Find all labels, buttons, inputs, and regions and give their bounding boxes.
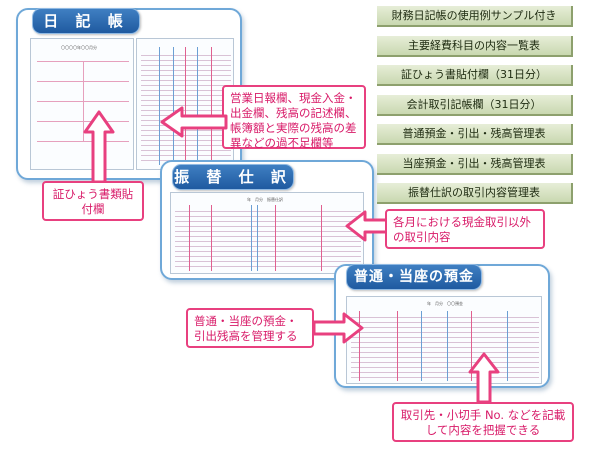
deposit-text: 普通・当座の預金・引出残高を管理する — [194, 314, 298, 343]
yokin-sheet-thumbnail: 年 月分 〇〇預金 — [346, 296, 542, 384]
yokin-card: 普通・当座の預金 年 月分 〇〇預金 — [334, 264, 550, 388]
feature-item: 振替仕訳の取引内容管理表 — [377, 183, 573, 204]
receipt-callout: 証ひょう書類貼付欄 — [42, 181, 144, 221]
partner-text: 取引先・小切手 No. などを記載して内容を把握できる — [400, 408, 566, 437]
up-arrow-icon-2 — [468, 352, 500, 404]
receipt-page-thumbnail: 〇〇〇〇年〇〇月分 — [30, 38, 134, 170]
nikki-columns-callout: 営業日報欄、現金入金・出金欄、残高の記述欄、帳簿額と実際の残高の差異などの過不足… — [222, 85, 366, 150]
receipt-page-heading: 〇〇〇〇年〇〇月分 — [61, 45, 97, 50]
partner-callout: 取引先・小切手 No. などを記載して内容を把握できる — [392, 402, 574, 442]
right-arrow-icon — [312, 312, 364, 344]
deposit-callout: 普通・当座の預金・引出残高を管理する — [186, 308, 314, 348]
monthly-text: 各月における現金取引以外の取引内容 — [393, 215, 531, 244]
monthly-callout: 各月における現金取引以外の取引内容 — [385, 209, 545, 249]
nikki-columns-text: 営業日報欄、現金入金・出金欄、残高の記述欄、帳簿額と実際の残高の差異などの過不足… — [230, 91, 357, 150]
furikae-card-title: 振 替 仕 訳 — [172, 164, 294, 190]
nikki-card-title: 日 記 帳 — [32, 8, 140, 34]
feature-item: 証ひょう書貼付欄（31日分） — [377, 65, 573, 86]
ledger-page-thumbnail — [136, 38, 234, 170]
feature-item: 財務日記帳の使用例サンプル付き — [377, 6, 573, 27]
feature-item: 主要経費科目の内容一覧表 — [377, 35, 573, 57]
furikae-sheet-thumbnail: 年 月分 振替仕訳 — [170, 192, 364, 274]
receipt-text: 証ひょう書類貼付欄 — [52, 187, 134, 216]
yokin-sheet-heading: 年 月分 〇〇預金 — [427, 301, 463, 306]
furikae-sheet-heading: 年 月分 振替仕訳 — [247, 197, 283, 202]
feature-item: 普通預金・引出・残高管理表 — [377, 124, 573, 145]
left-arrow-icon — [160, 106, 228, 138]
furikae-card: 振 替 仕 訳 年 月分 振替仕訳 — [160, 160, 374, 280]
nikki-card: 日 記 帳 〇〇〇〇年〇〇月分 — [16, 8, 242, 180]
feature-item: 当座預金・引出・残高管理表 — [377, 153, 573, 175]
up-arrow-icon — [83, 110, 115, 184]
feature-list: 財務日記帳の使用例サンプル付き 主要経費科目の内容一覧表 証ひょう書貼付欄（31… — [377, 6, 573, 213]
yokin-card-title: 普通・当座の預金 — [346, 264, 482, 290]
feature-item: 会計取引記帳欄（31日分） — [377, 94, 573, 116]
